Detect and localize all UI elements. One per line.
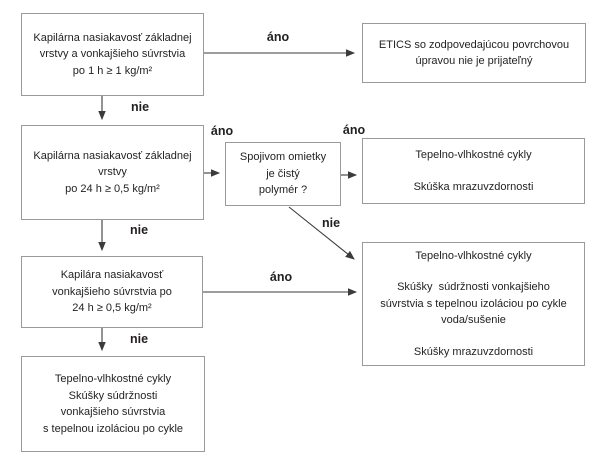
node-text: Skúšky súdržnosti xyxy=(68,389,158,402)
edge-label-no-base: nie xyxy=(129,223,149,237)
node-check-24h-outer: Kapilára nasiakavosť vonkajšieho súvrstv… xyxy=(21,256,203,328)
connector-no-polymer xyxy=(288,206,355,260)
node-text: polymér ? xyxy=(258,184,308,197)
node-text: Tepelno-vlhkostné cykly xyxy=(54,373,172,385)
edge-label-yes-polymer: áno xyxy=(342,123,366,137)
edge-label-yes-top: áno xyxy=(266,30,290,44)
node-text: Tepelno-vlhkostné cykly xyxy=(415,149,532,161)
edge-label-yes-base: áno xyxy=(210,124,234,138)
node-check-24h-base: Kapilárna nasiakavosť základnej vrstvy p… xyxy=(21,125,204,220)
node-polymer-question: Spojivom omietky je čistý polymér ? xyxy=(225,142,341,206)
node-text: vonkajšieho súvrstvia po xyxy=(52,285,172,298)
edge-label-no-outer: nie xyxy=(129,332,149,346)
edge-label-no-polymer: nie xyxy=(321,216,341,230)
node-text: Kapilára nasiakavosť xyxy=(60,269,164,282)
node-text: Skúška mrazuvzdornosti xyxy=(413,180,534,193)
node-text: ETICS so zodpovedajúcou povrchovou xyxy=(378,38,570,51)
node-text: Kapilárna nasiakavosť základnej xyxy=(33,149,192,162)
node-text: vonkajšieho súvrstvia xyxy=(60,406,166,418)
node-text: s tepelnou izoláciou po cykle xyxy=(42,422,184,435)
node-text: úpravou nie je prijateľný xyxy=(415,55,533,67)
node-text: vrstvy xyxy=(98,166,127,179)
node-text: Spojivom omietky xyxy=(239,151,327,164)
node-text: Kapilárna nasiakavosť základnej xyxy=(33,31,192,44)
node-text: 24 h ≥ 0,5 kg/m² xyxy=(72,302,152,315)
node-text: je čistý xyxy=(266,167,300,180)
node-hygrothermal-frost: Tepelno-vlhkostné cykly Skúška mrazuvzdo… xyxy=(362,138,585,204)
node-text: voda/sušenie xyxy=(441,314,506,327)
node-text: súvrstvia s tepelnou izoláciou po cykle xyxy=(380,297,567,310)
node-text: po 1 h ≥ 1 kg/m² xyxy=(72,64,153,77)
node-text: vrstvy a vonkajšieho súvrstvia xyxy=(39,48,186,61)
node-text: Skúšky mrazuvzdornosti xyxy=(413,345,534,358)
node-text: po 24 h ≥ 0,5 kg/m² xyxy=(65,182,160,195)
node-etics-rejected: ETICS so zodpovedajúcou povrchovou úprav… xyxy=(362,23,586,83)
edge-label-yes-outer: áno xyxy=(269,270,293,284)
node-hygrothermal-adhesion-frost: Tepelno-vlhkostné cykly Skúšky súdržnost… xyxy=(362,242,585,366)
edge-label-no-top: nie xyxy=(130,100,150,114)
node-text: Skúšky súdržnosti vonkajšieho xyxy=(397,281,550,294)
node-text: Tepelno-vlhkostné cykly xyxy=(415,249,532,262)
node-hygrothermal-adhesion: Tepelno-vlhkostné cykly Skúšky súdržnost… xyxy=(21,356,205,452)
node-check-1h: Kapilárna nasiakavosť základnej vrstvy a… xyxy=(21,13,204,96)
